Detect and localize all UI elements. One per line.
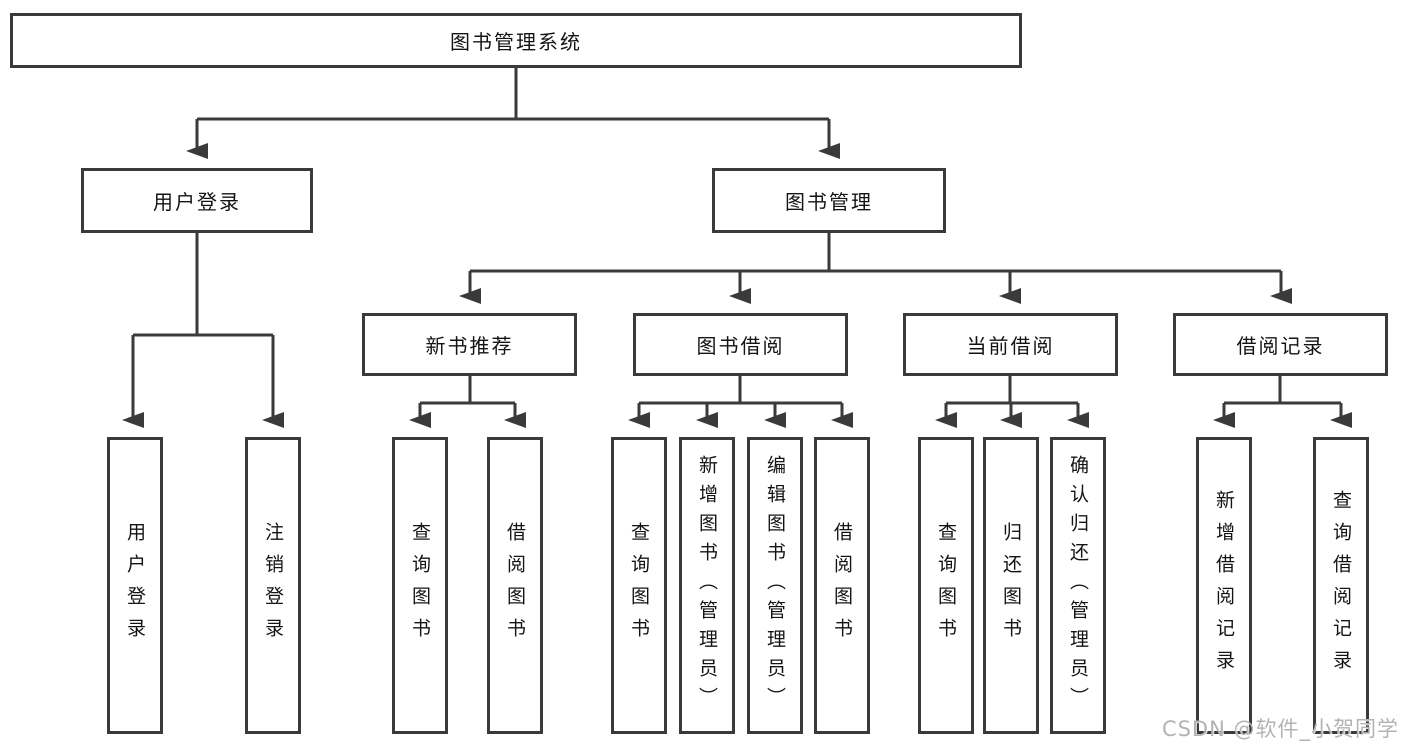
leaf-add-books-admin: 新增图书（管理员） (679, 437, 735, 734)
leaf-confirm-return-admin: 确认归还（管理员） (1050, 437, 1106, 734)
node-book-borrow: 图书借阅 (633, 313, 848, 376)
leaf-return-books: 归还图书 (983, 437, 1039, 734)
leaf-query-books-current: 查询图书 (918, 437, 974, 734)
leaf-query-borrow-record: 查询借阅记录 (1313, 437, 1369, 734)
leaf-borrow-books-recommend: 借阅图书 (487, 437, 543, 734)
leaf-edit-books-admin: 编辑图书（管理员） (747, 437, 803, 734)
leaf-add-borrow-record: 新增借阅记录 (1196, 437, 1252, 734)
leaf-user-login: 用户登录 (107, 437, 163, 734)
node-book-management: 图书管理 (712, 168, 946, 233)
node-new-book-recommend: 新书推荐 (362, 313, 577, 376)
leaf-query-books-borrow: 查询图书 (611, 437, 667, 734)
leaf-borrow-books: 借阅图书 (814, 437, 870, 734)
node-library-system: 图书管理系统 (10, 13, 1022, 68)
node-user-login: 用户登录 (81, 168, 313, 233)
csdn-watermark: CSDN @软件_小贺同学 (1161, 717, 1399, 741)
node-borrow-records: 借阅记录 (1173, 313, 1388, 376)
leaf-logout: 注销登录 (245, 437, 301, 734)
leaf-query-books-recommend: 查询图书 (392, 437, 448, 734)
node-current-borrow: 当前借阅 (903, 313, 1118, 376)
